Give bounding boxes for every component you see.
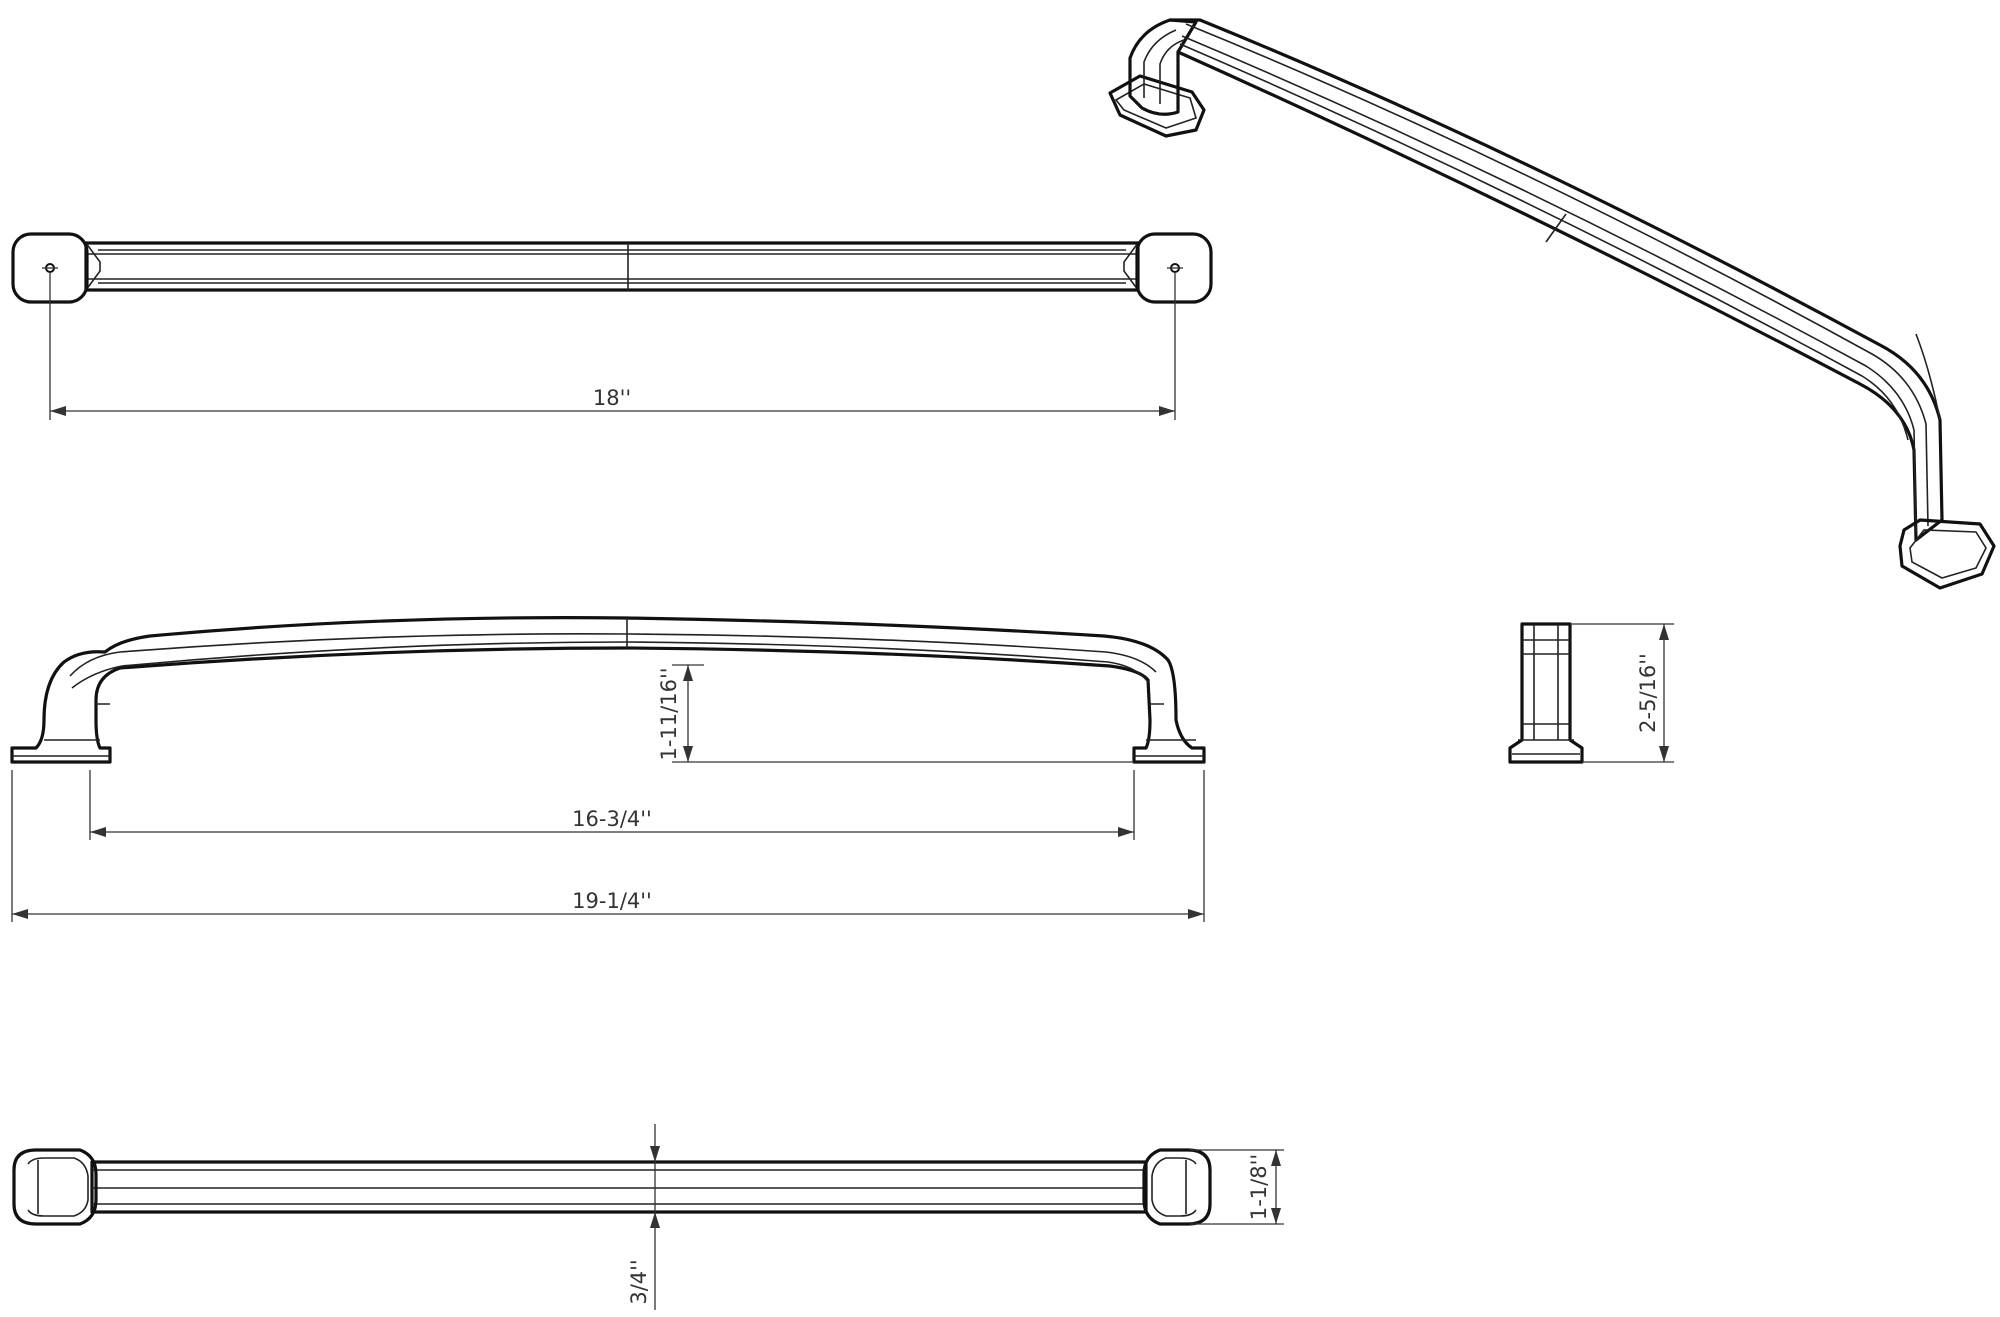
dim-base-width: 1-1/8'' bbox=[1247, 1154, 1271, 1220]
isometric-view bbox=[1108, 18, 1996, 590]
front-view: 1-11/16'' 16-3/4'' 19-1/4'' bbox=[10, 616, 1206, 922]
dim-overall-length: 19-1/4'' bbox=[572, 889, 652, 913]
dim-center-to-center: 18'' bbox=[593, 386, 631, 410]
top-view: 18'' bbox=[11, 232, 1213, 420]
dim-projection-bar: 1-11/16'' bbox=[657, 667, 681, 760]
bottom-left-base bbox=[12, 1148, 98, 1226]
right-base-plate bbox=[1135, 232, 1213, 304]
bottom-right-base bbox=[1142, 1148, 1212, 1226]
dim-bar-width: 3/4'' bbox=[627, 1259, 651, 1304]
dim-inner-clearance: 16-3/4'' bbox=[572, 807, 652, 831]
dim-projection-total: 2-5/16'' bbox=[1636, 653, 1660, 733]
bottom-view: 1-1/8'' 3/4'' bbox=[12, 1124, 1284, 1310]
side-view: 2-5/16'' bbox=[1508, 622, 1674, 764]
